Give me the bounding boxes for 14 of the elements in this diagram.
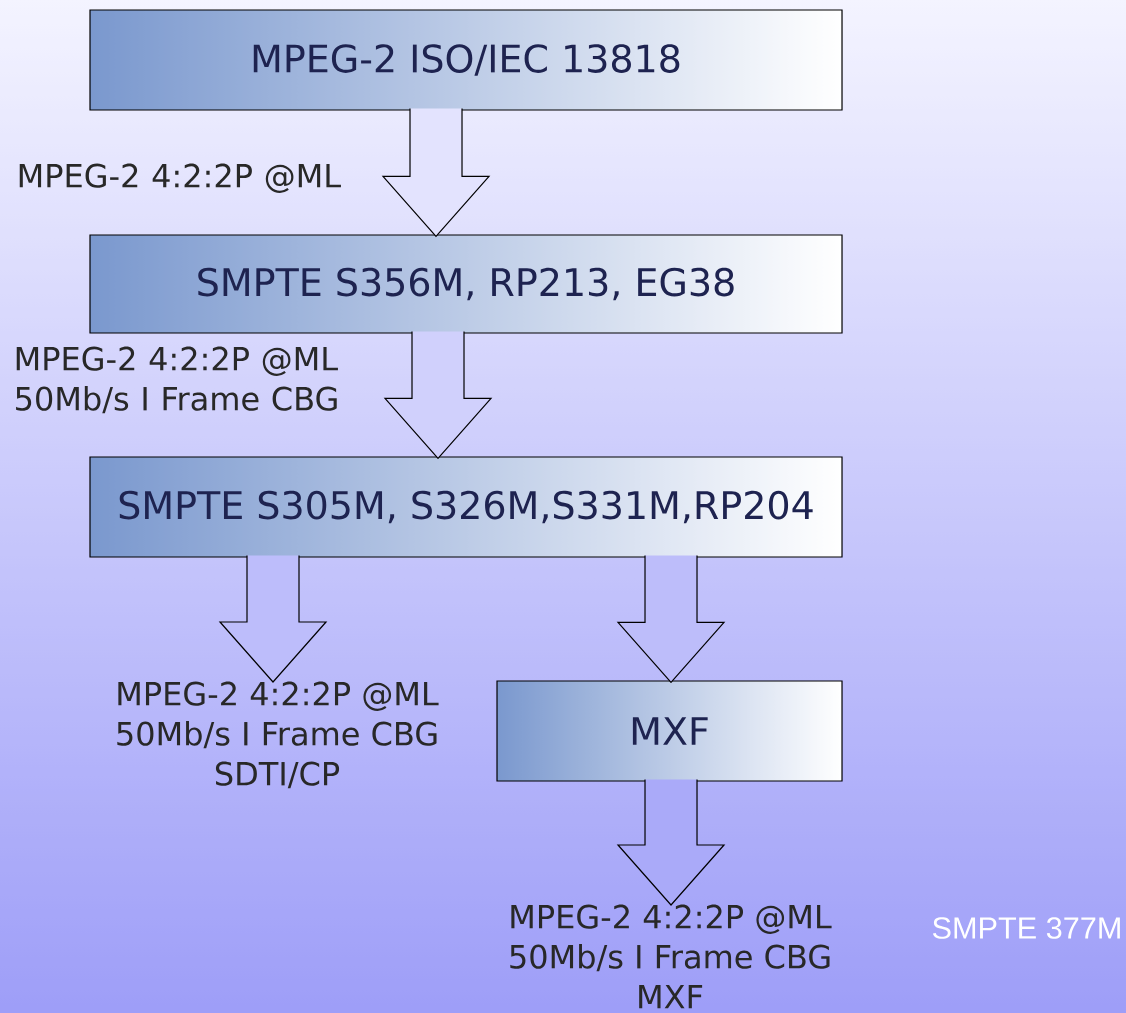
process-box: SMPTE S305M, S326M,S331M,RP204: [89, 456, 843, 558]
process-box: SMPTE S356M, RP213, EG38: [89, 234, 843, 334]
block-arrow: [218, 555, 328, 683]
block-arrow: [381, 108, 491, 238]
edge-label: MPEG-2 4:2:2P @ML: [19, 163, 341, 193]
block-arrow: [383, 331, 493, 460]
edge-label: MPEG-2 4:2:2P @ML 50Mb/s I Frame CBG: [16, 346, 338, 414]
block-arrow: [616, 555, 726, 684]
text-label: MPEG-2 4:2:2P @ML 50Mb/s I Frame CBG SDTI/CP: [117, 681, 439, 789]
standard-label: SMPTE 377M: [932, 917, 1120, 939]
text-label: MPEG-2 4:2:2P @ML 50Mb/s I Frame CBG MXF: [510, 904, 832, 1009]
process-box: MPEG-2 ISO/IEC 13818: [89, 9, 843, 111]
process-box: MXF: [496, 680, 843, 782]
block-arrow: [616, 779, 726, 906]
